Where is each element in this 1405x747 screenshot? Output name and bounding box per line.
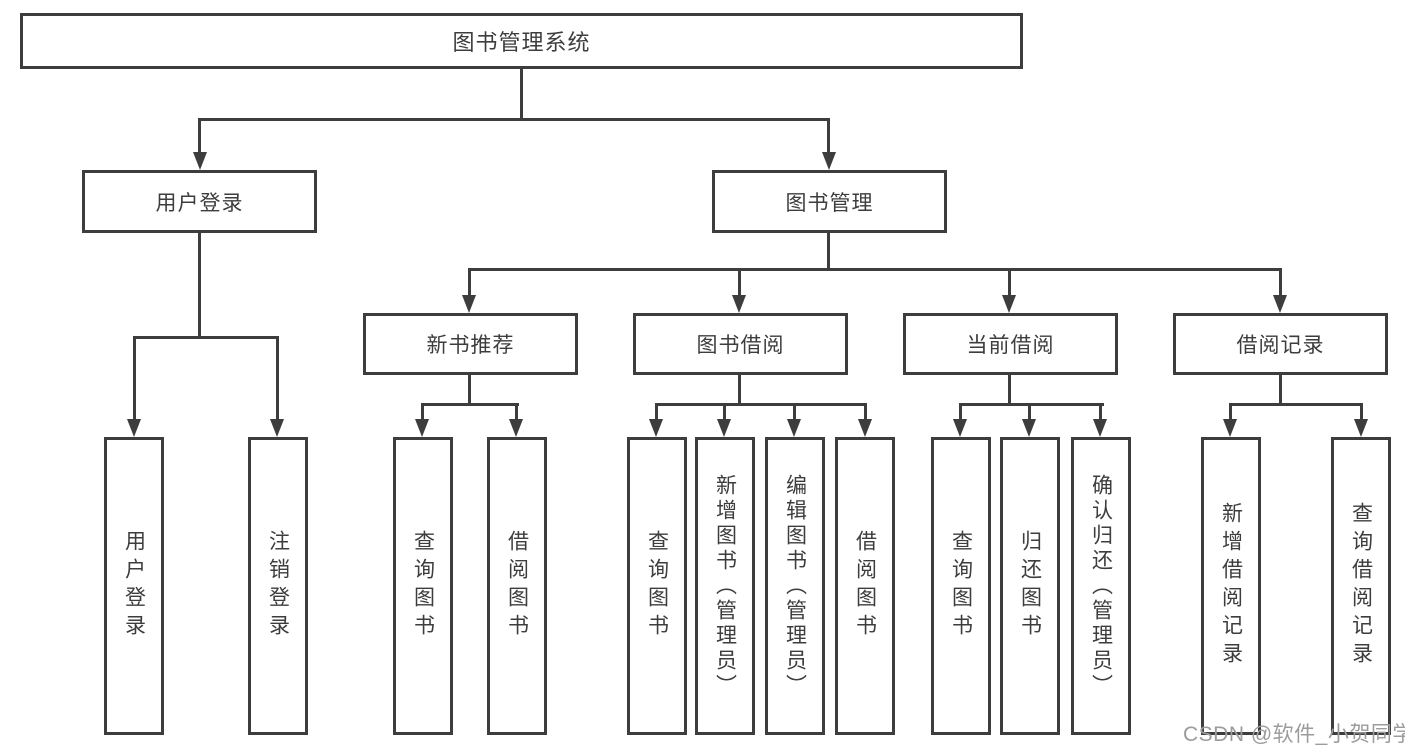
connector-line <box>655 403 867 406</box>
leaf-confirm-return-admin: 确认归还（管理员） <box>1071 437 1131 735</box>
connector-line <box>827 118 830 154</box>
leaf-label: 归还图书 <box>1018 530 1042 642</box>
connector-line <box>198 233 201 336</box>
arrowhead-down-icon <box>1223 419 1237 437</box>
connector-line <box>198 118 201 154</box>
arrowhead-down-icon <box>462 295 476 313</box>
node-label: 当前借阅 <box>966 334 1055 357</box>
connector-line <box>468 268 1282 271</box>
connector-line <box>520 69 523 119</box>
connector-line <box>793 403 796 421</box>
connector-line <box>1099 403 1102 421</box>
csdn-watermark: CSDN @软件_小贺同学 <box>1183 723 1405 746</box>
leaf-borrow-books: 借阅图书 <box>835 437 895 735</box>
arrowhead-down-icon <box>193 152 207 170</box>
node-library-management-system: 图书管理系统 <box>20 13 1023 69</box>
connector-line <box>133 336 279 339</box>
leaf-label: 用户登录 <box>122 530 146 642</box>
connector-line <box>723 403 726 421</box>
leaf-add-borrow-record: 新增借阅记录 <box>1201 437 1261 735</box>
leaf-return-book: 归还图书 <box>1000 437 1060 735</box>
arrowhead-down-icon <box>1002 295 1016 313</box>
connector-line <box>468 375 471 406</box>
arrowhead-down-icon <box>822 152 836 170</box>
connector-line <box>827 233 830 270</box>
connector-line <box>1028 403 1031 421</box>
node-book-management: 图书管理 <box>712 170 947 233</box>
connector-line <box>1229 403 1232 421</box>
connector-line <box>421 403 424 421</box>
leaf-label: 查询图书 <box>645 530 669 642</box>
connector-line <box>198 118 830 121</box>
leaf-label: 注销登录 <box>266 530 290 642</box>
leaf-query-borrow-record: 查询借阅记录 <box>1331 437 1391 735</box>
connector-line <box>1279 375 1282 406</box>
node-new-book-recommend: 新书推荐 <box>363 313 578 375</box>
node-label: 图书借阅 <box>696 334 785 357</box>
arrowhead-down-icon <box>270 419 284 437</box>
leaf-label: 新增借阅记录 <box>1219 502 1243 670</box>
leaf-edit-book-admin: 编辑图书（管理员） <box>765 437 825 735</box>
connector-line <box>1008 375 1011 406</box>
connector-line <box>655 403 658 421</box>
leaf-query-books-borrow: 查询图书 <box>627 437 687 735</box>
arrowhead-down-icon <box>127 419 141 437</box>
connector-line <box>864 403 867 421</box>
arrowhead-down-icon <box>1093 419 1107 437</box>
leaf-label: 查询图书 <box>411 530 435 642</box>
node-book-borrowing: 图书借阅 <box>633 313 848 375</box>
node-label: 新书推荐 <box>426 334 515 357</box>
connector-line <box>276 336 279 421</box>
arrowhead-down-icon <box>649 419 663 437</box>
leaf-label: 查询图书 <box>949 530 973 642</box>
node-current-borrowing: 当前借阅 <box>903 313 1118 375</box>
arrowhead-down-icon <box>953 419 967 437</box>
connector-line <box>1279 268 1282 297</box>
node-user-login: 用户登录 <box>82 170 317 233</box>
connector-line <box>738 268 741 297</box>
arrowhead-down-icon <box>1354 419 1368 437</box>
connector-line <box>738 375 741 406</box>
connector-line <box>1008 268 1011 297</box>
leaf-label: 查询借阅记录 <box>1349 502 1373 670</box>
node-label: 图书管理系统 <box>452 30 591 55</box>
arrowhead-down-icon <box>717 419 731 437</box>
connector-line <box>959 403 962 421</box>
arrowhead-down-icon <box>858 419 872 437</box>
leaf-logout: 注销登录 <box>248 437 308 735</box>
leaf-user-login: 用户登录 <box>104 437 164 735</box>
arrowhead-down-icon <box>1022 419 1036 437</box>
leaf-add-book-admin: 新增图书（管理员） <box>695 437 755 735</box>
leaf-borrow-books-recommend: 借阅图书 <box>487 437 547 735</box>
arrowhead-down-icon <box>509 419 523 437</box>
connector-line <box>421 403 519 406</box>
leaf-query-books-current: 查询图书 <box>931 437 991 735</box>
arrowhead-down-icon <box>732 295 746 313</box>
connector-line <box>468 268 471 297</box>
arrowhead-down-icon <box>415 419 429 437</box>
connector-line <box>1360 403 1363 421</box>
connector-line <box>515 403 518 421</box>
node-label: 用户登录 <box>155 191 244 215</box>
node-label: 借阅记录 <box>1236 334 1325 357</box>
node-label: 图书管理 <box>785 191 874 215</box>
arrowhead-down-icon <box>1273 295 1287 313</box>
connector-line <box>1229 403 1363 406</box>
connector-line <box>133 336 136 421</box>
node-borrowing-records: 借阅记录 <box>1173 313 1388 375</box>
connector-line <box>959 403 1104 406</box>
leaf-label: 借阅图书 <box>853 530 877 642</box>
leaf-label: 借阅图书 <box>505 530 529 642</box>
leaf-label: 新增图书（管理员） <box>713 473 737 699</box>
leaf-query-books-recommend: 查询图书 <box>393 437 453 735</box>
arrowhead-down-icon <box>787 419 801 437</box>
leaf-label: 确认归还（管理员） <box>1089 473 1113 699</box>
leaf-label: 编辑图书（管理员） <box>783 473 807 699</box>
